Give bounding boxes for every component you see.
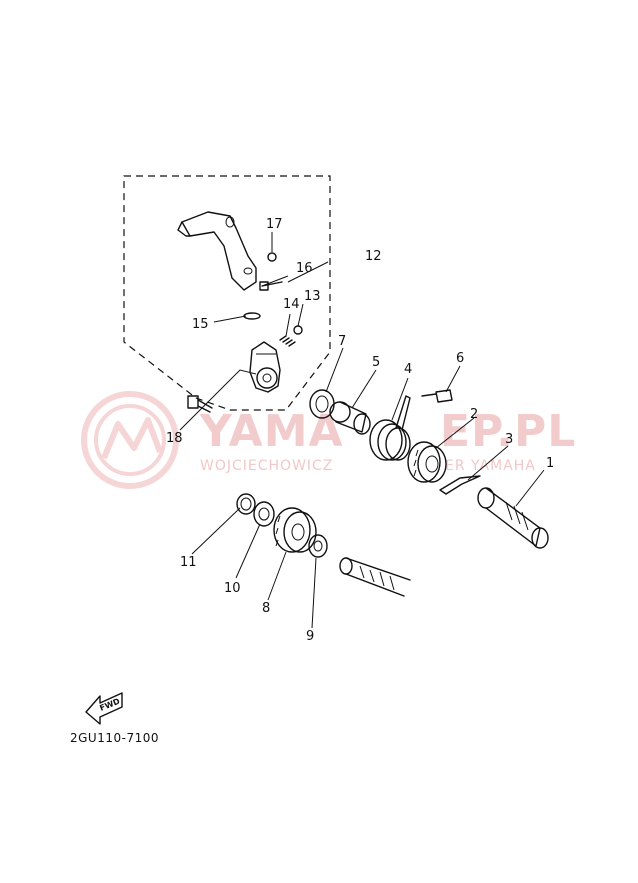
circlip-11 bbox=[236, 493, 256, 515]
callout-18: 18 bbox=[166, 431, 183, 446]
ball-13 bbox=[293, 325, 303, 335]
watermark-tagline-right: ER YAMAHA bbox=[445, 458, 536, 474]
callout-14: 14 bbox=[283, 297, 300, 312]
callout-13: 13 bbox=[304, 289, 321, 304]
watermark-logo-icon bbox=[81, 391, 179, 489]
watermark-brand: YAMA bbox=[199, 406, 344, 457]
washer-9 bbox=[308, 534, 328, 558]
callout-17: 17 bbox=[266, 217, 283, 232]
watermark: YAMA EP.PL WOJCIECHOWICZ ER YAMAHA bbox=[81, 391, 576, 489]
leader-lines bbox=[179, 232, 545, 629]
diagram-code: 2GU110-7100 bbox=[70, 731, 159, 745]
callout-12: 12 bbox=[365, 249, 382, 264]
spring-guide-5 bbox=[329, 401, 371, 435]
shaft bbox=[339, 557, 411, 597]
watermark-tagline-left: WOJCIECHOWICZ bbox=[200, 458, 333, 474]
kick-crank-boss bbox=[249, 341, 281, 393]
fwd-arrow-icon: FWD bbox=[85, 692, 123, 725]
callout-11: 11 bbox=[180, 555, 197, 570]
watermark-domain: EP.PL bbox=[440, 406, 576, 457]
callout-9: 9 bbox=[306, 629, 314, 644]
callout-16: 16 bbox=[296, 261, 313, 276]
torsion-spring-4 bbox=[369, 395, 411, 461]
callout-10: 10 bbox=[224, 581, 241, 596]
callout-1: 1 bbox=[546, 456, 554, 471]
callout-3: 3 bbox=[505, 432, 513, 447]
idle-gear-8 bbox=[273, 507, 317, 553]
washer-17 bbox=[267, 252, 277, 262]
kick-pedal-arm bbox=[177, 211, 257, 291]
kick-gear-2 bbox=[407, 441, 447, 483]
clip-15 bbox=[243, 312, 261, 320]
spring-14 bbox=[279, 335, 296, 347]
callout-5: 5 bbox=[372, 355, 380, 370]
callout-8: 8 bbox=[262, 601, 270, 616]
bolt-16 bbox=[259, 281, 283, 291]
callout-15: 15 bbox=[192, 317, 209, 332]
callout-7: 7 bbox=[338, 334, 346, 349]
callout-6: 6 bbox=[456, 351, 464, 366]
bolt-18 bbox=[187, 395, 213, 413]
clip-3 bbox=[439, 475, 481, 495]
callouts: 1 2 3 4 5 6 7 8 9 10 11 12 13 14 15 16 1… bbox=[166, 217, 554, 644]
kick-axle-1 bbox=[477, 487, 549, 549]
callout-2: 2 bbox=[470, 407, 478, 422]
assembly-boundary bbox=[123, 175, 331, 411]
callout-4: 4 bbox=[404, 362, 412, 377]
washer-10 bbox=[253, 501, 275, 527]
pin-6 bbox=[421, 389, 453, 403]
